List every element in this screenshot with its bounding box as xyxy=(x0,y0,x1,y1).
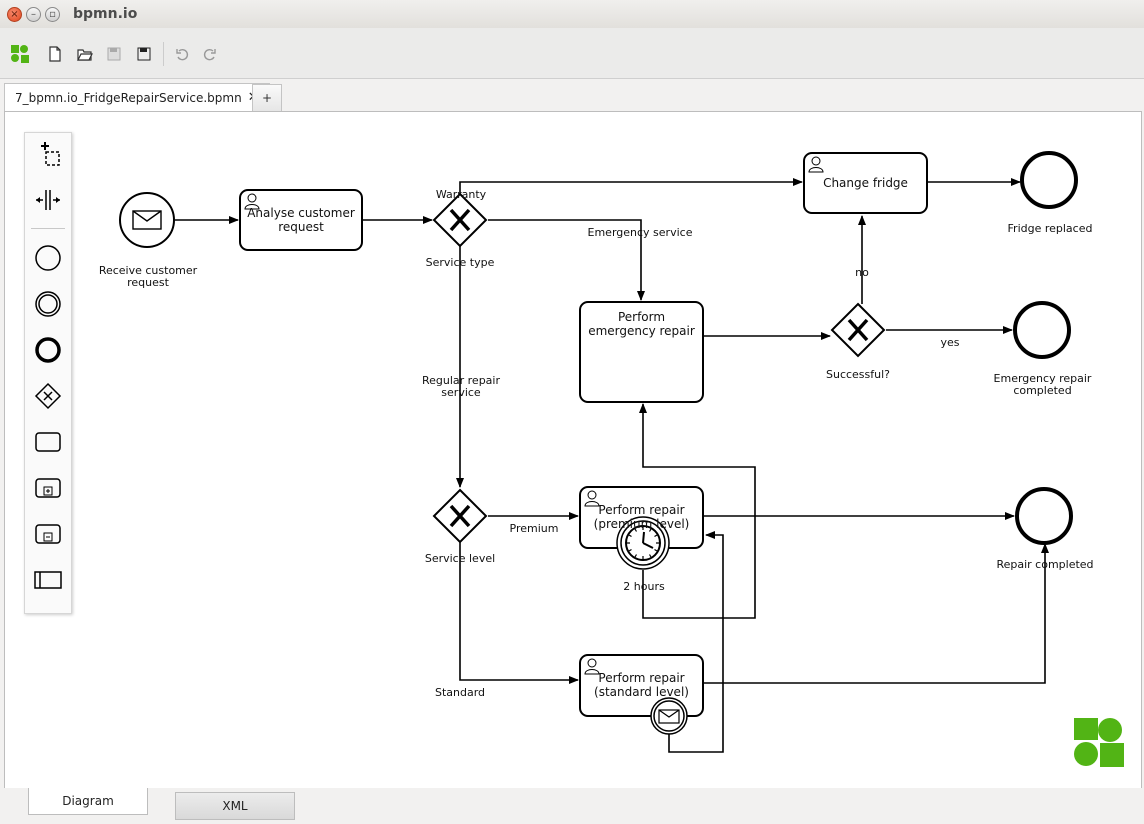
subprocess-expanded-icon[interactable] xyxy=(31,471,65,505)
window-titlebar: × – ▫ bpmn.io xyxy=(0,0,1144,28)
start-event-icon[interactable] xyxy=(31,241,65,275)
end-event-icon[interactable] xyxy=(31,333,65,367)
toolbar xyxy=(0,28,1144,79)
gateway-icon[interactable] xyxy=(31,379,65,413)
undo-icon[interactable] xyxy=(172,44,192,64)
task-analyse xyxy=(239,189,363,251)
user-icon xyxy=(244,193,260,210)
label-start-event: Receive customer request xyxy=(98,264,198,289)
pool-icon[interactable] xyxy=(31,563,65,597)
save-as-icon[interactable] xyxy=(134,44,154,64)
flow-standard xyxy=(459,542,579,684)
label-end-repair-completed: Repair completed xyxy=(996,558,1094,571)
flow-standard-to-repair-completed xyxy=(704,543,1049,684)
label-task-change-fridge[interactable]: Change fridge xyxy=(823,176,908,190)
space-tool-icon[interactable] xyxy=(31,183,65,217)
gateway-successful xyxy=(830,302,886,358)
user-icon xyxy=(584,658,600,675)
task-change-fridge xyxy=(803,152,928,214)
end-event-repair-completed xyxy=(1015,487,1073,545)
label-timer: 2 hours xyxy=(623,580,665,593)
bpmn-io-logo xyxy=(1074,718,1124,767)
label-task-analyse[interactable]: Analyse customer request xyxy=(247,206,355,234)
window-close-button[interactable]: × xyxy=(7,7,22,22)
label-flow-no: no xyxy=(855,266,869,279)
window-minimize-button[interactable]: – xyxy=(26,7,41,22)
tool-palette xyxy=(24,132,72,614)
user-icon xyxy=(808,156,824,173)
end-event-fridge-replaced xyxy=(1020,151,1078,209)
label-flow-warranty: Warranty xyxy=(435,188,487,201)
task-emergency xyxy=(579,301,704,403)
window-maximize-button[interactable]: ▫ xyxy=(45,7,60,22)
save-icon[interactable] xyxy=(104,44,124,64)
gateway-service-type xyxy=(432,192,488,248)
label-gateway-service-level: Service level xyxy=(424,552,496,565)
bpmn-logo-icon[interactable] xyxy=(10,44,30,64)
label-flow-emergency-service: Emergency service xyxy=(587,226,693,239)
label-task-emergency[interactable]: Perform emergency repair xyxy=(588,310,695,338)
lasso-tool-icon[interactable] xyxy=(31,137,65,171)
file-tabstrip: 7_bpmn.io_FridgeRepairService.bpmn ✕ + xyxy=(0,79,1144,112)
flow-emergency-service xyxy=(488,219,645,301)
label-flow-regular-repair: Regular repair service xyxy=(421,374,501,399)
start-event-message xyxy=(119,192,175,248)
label-flow-standard: Standard xyxy=(434,686,486,699)
label-gateway-successful: Successful? xyxy=(825,368,891,381)
add-tab-button[interactable]: + xyxy=(252,84,282,112)
window-title: bpmn.io xyxy=(73,6,138,22)
tab-fridge-repair[interactable]: 7_bpmn.io_FridgeRepairService.bpmn ✕ xyxy=(4,83,270,112)
open-folder-icon[interactable] xyxy=(75,44,95,64)
flow-timer-to-emergency xyxy=(639,403,756,619)
bottom-tabbar: Diagram XML xyxy=(0,788,1144,824)
task-icon[interactable] xyxy=(31,425,65,459)
label-end-emergency-completed: Emergency repair completed xyxy=(993,372,1092,397)
tab-label: 7_bpmn.io_FridgeRepairService.bpmn xyxy=(15,91,242,105)
flow-message-to-premium xyxy=(668,531,724,753)
redo-icon[interactable] xyxy=(200,44,220,64)
gateway-service-level xyxy=(432,488,488,544)
tab-diagram[interactable]: Diagram xyxy=(28,788,148,815)
label-task-standard[interactable]: Perform repair (standard level) xyxy=(594,671,689,699)
label-flow-premium: Premium xyxy=(509,522,559,535)
label-flow-yes: yes xyxy=(940,336,960,349)
tab-xml[interactable]: XML xyxy=(175,792,295,820)
timer-boundary-event xyxy=(616,516,670,570)
label-task-premium[interactable]: Perform repair (premium level) xyxy=(593,503,690,531)
user-icon xyxy=(584,490,600,507)
flow-warranty xyxy=(459,178,803,194)
end-event-emergency-completed xyxy=(1013,301,1071,359)
new-file-icon[interactable] xyxy=(45,44,65,64)
label-end-fridge-replaced: Fridge replaced xyxy=(1007,222,1093,235)
label-gateway-service-type: Service type xyxy=(425,256,495,269)
message-boundary-event xyxy=(650,697,688,735)
toolbar-divider xyxy=(163,42,164,66)
subprocess-collapsed-icon[interactable] xyxy=(31,517,65,551)
palette-divider xyxy=(31,228,65,229)
intermediate-event-icon[interactable] xyxy=(31,287,65,321)
